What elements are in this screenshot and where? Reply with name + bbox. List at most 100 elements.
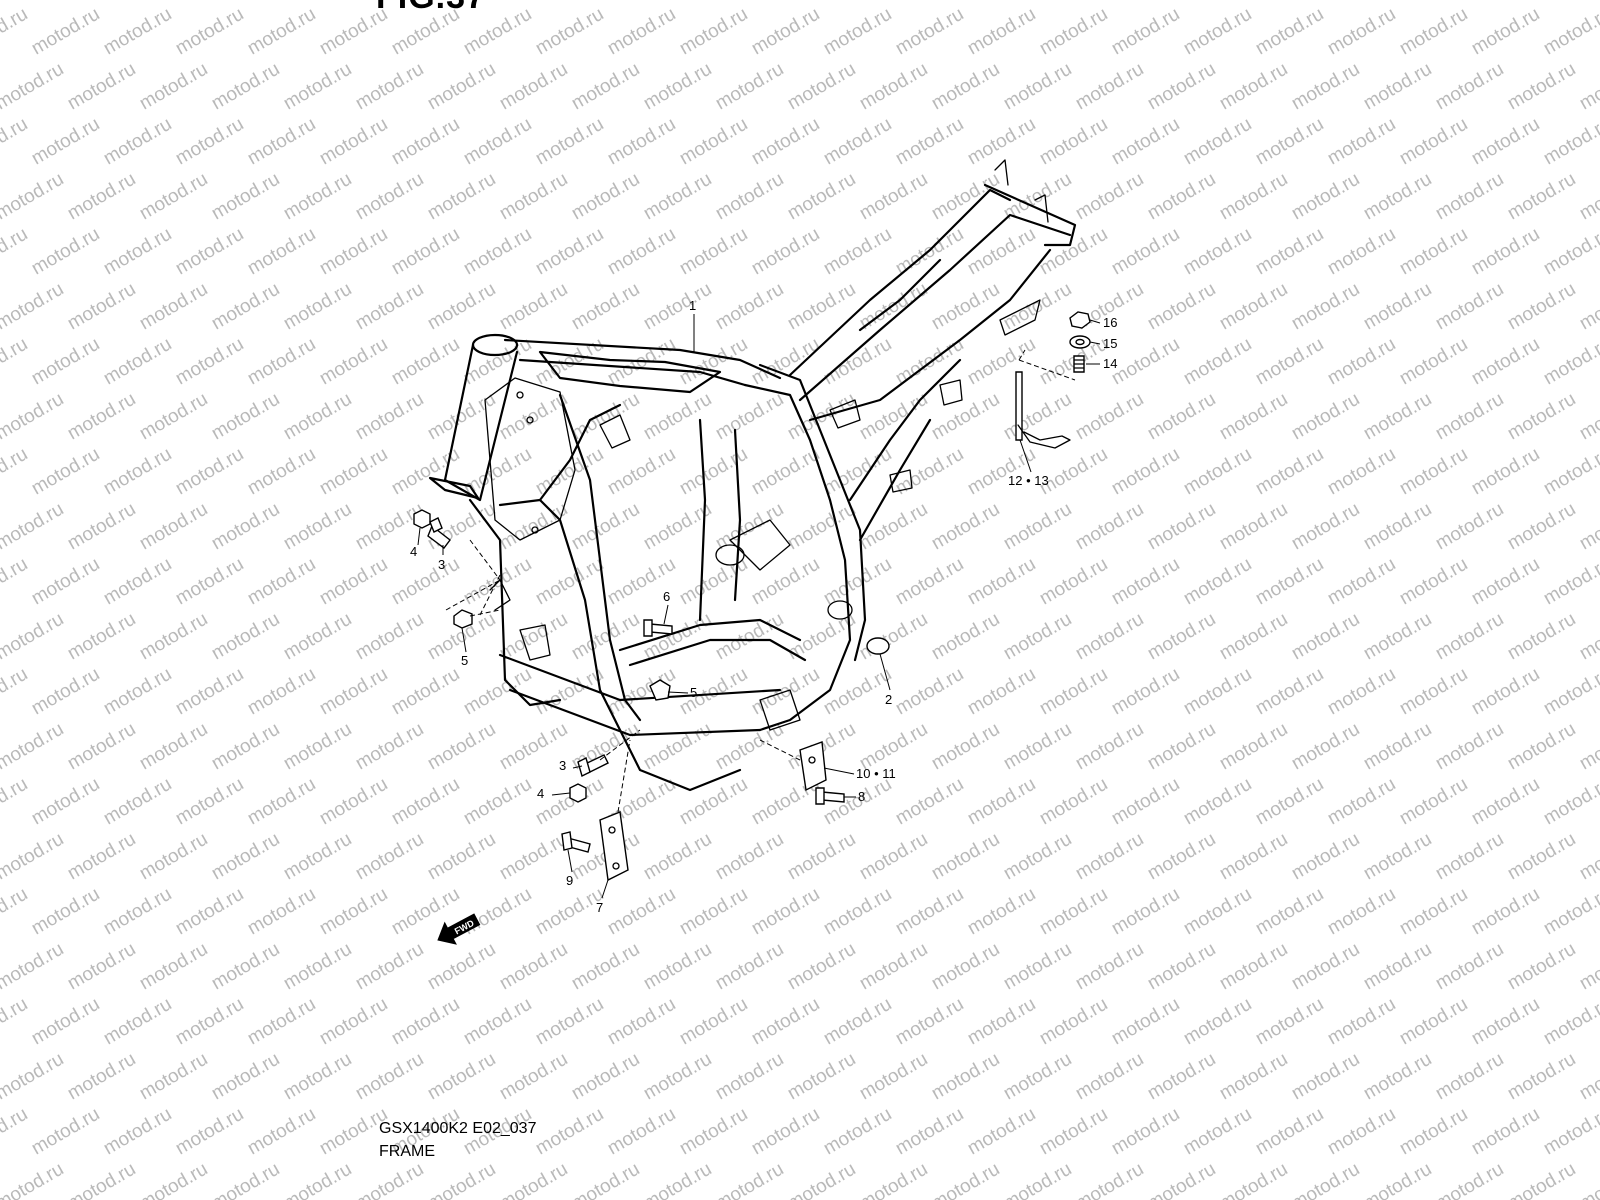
part-15-washer-hole [1075, 338, 1085, 346]
rear-subframe-upper [788, 188, 1012, 377]
side-bracket [939, 379, 963, 406]
engine-mount-boss [715, 544, 745, 566]
part-12-guide-line [1018, 349, 1076, 381]
steering-head-bottom [428, 476, 480, 500]
callout-14: 14 [1103, 356, 1117, 371]
callout-5-left: 5 [461, 653, 468, 668]
leader-12 [1019, 439, 1032, 473]
upper-spar-left [503, 338, 782, 380]
callout-15: 15 [1103, 336, 1117, 351]
steering-head-top [471, 333, 519, 357]
leader-2 [879, 653, 891, 691]
upper-spar-right [518, 358, 747, 387]
part-5-guide-left [445, 579, 501, 617]
fwd-arrow: FWD [437, 913, 481, 945]
callout-1: 1 [689, 298, 696, 313]
top-cross-plate [538, 350, 722, 394]
front-bracket-hook [489, 579, 511, 611]
rear-subframe-mid [798, 213, 1072, 402]
gusset-hole-3 [531, 526, 539, 534]
part-7-bracket [599, 811, 629, 882]
gusset-hole-2 [526, 416, 534, 424]
callout-16: 16 [1103, 315, 1117, 330]
callout-10-11: 10 • 11 [856, 766, 896, 781]
part-10-bracket [799, 741, 827, 792]
part-8-bolt [821, 791, 845, 803]
leader-4a [417, 527, 421, 546]
leader-10 [823, 767, 855, 775]
part-3-bolt-upper-head [429, 517, 443, 533]
upper-guide-line [469, 539, 501, 616]
leader-5a [461, 627, 467, 653]
gusset-hole-1 [516, 391, 524, 399]
rear-bracket-small-2 [889, 469, 913, 493]
small-parts [413, 311, 1091, 882]
part-12-stand-pin [1015, 371, 1023, 441]
callout-7: 7 [596, 900, 603, 915]
mid-cross-tube-2 [628, 638, 807, 667]
model-code: GSX1400K2 E02_037 [379, 1120, 537, 1137]
rear-bracket-small [829, 399, 861, 429]
callout-3-upper: 3 [438, 557, 445, 572]
main-loop [743, 383, 852, 732]
callout-4-upper: 4 [410, 544, 417, 559]
tail-tab-1 [994, 159, 1009, 186]
pivot-boss [759, 689, 801, 731]
fwd-arrow-shape [437, 913, 481, 945]
part-8-bolt-head [815, 787, 825, 805]
front-downtube-inner [498, 498, 742, 792]
part-9-bolt-head [561, 831, 573, 851]
main-loop-inner [758, 363, 867, 662]
part-14-coils [1073, 359, 1085, 369]
figure-name: FRAME [379, 1143, 435, 1160]
callout-4-lower: 4 [537, 786, 544, 801]
leader-5b [667, 691, 689, 694]
part-4-nut-upper [413, 509, 431, 529]
rear-strut-2 [858, 418, 932, 542]
lower-cross-tube-2 [508, 688, 762, 737]
part-13-stand-hook [1017, 424, 1071, 449]
leader-3b [572, 765, 583, 769]
callout-6: 6 [663, 589, 670, 604]
rear-strut [848, 358, 962, 502]
callout-2: 2 [885, 692, 892, 707]
callout-8: 8 [858, 789, 865, 804]
leader-4b [551, 792, 571, 796]
part-3-guide-lower [599, 729, 641, 761]
engine-mount-mid [729, 519, 791, 571]
part-3-bolt-lower-head [577, 756, 591, 778]
part-7-guide [617, 739, 631, 813]
steering-head [443, 343, 519, 502]
callout-3-lower: 3 [559, 758, 566, 773]
rear-subframe-lower [808, 248, 1052, 422]
callout-12-13: 12 • 13 [1008, 473, 1049, 488]
leader-16 [1089, 319, 1101, 324]
front-lower-bracket [519, 624, 551, 661]
part-7-hole-1 [608, 826, 616, 834]
pivot-ring [827, 600, 853, 620]
figure-title: FIG.37 [376, 0, 486, 17]
rear-subframe-tail [983, 183, 1077, 247]
seat-rail-support [858, 258, 942, 332]
frame-assembly [428, 159, 1077, 792]
leader-6 [663, 604, 669, 625]
part-4-nut-lower [569, 783, 587, 803]
callout-5-lower: 5 [690, 685, 697, 700]
part-10-guide [759, 739, 801, 761]
front-downtube-outer [468, 498, 562, 707]
inner-vertical-tube-2 [733, 428, 742, 602]
front-rail [558, 393, 642, 722]
inner-vertical-tube-1 [698, 418, 707, 622]
grab-rail-bracket [999, 299, 1041, 336]
callouts: 1 2 3 4 5 6 5 3 4 9 7 8 10 • 11 12 • 13 … [410, 298, 1117, 915]
front-cradle [538, 403, 622, 502]
tail-tab-2 [1034, 194, 1049, 223]
leader-7 [601, 879, 609, 899]
leader-15 [1089, 341, 1101, 345]
leader-9 [567, 849, 573, 873]
engine-mount-upper [599, 414, 631, 449]
part-7-hole-2 [612, 862, 620, 870]
leader-lines [417, 314, 1101, 899]
gusset-plate [484, 377, 576, 541]
